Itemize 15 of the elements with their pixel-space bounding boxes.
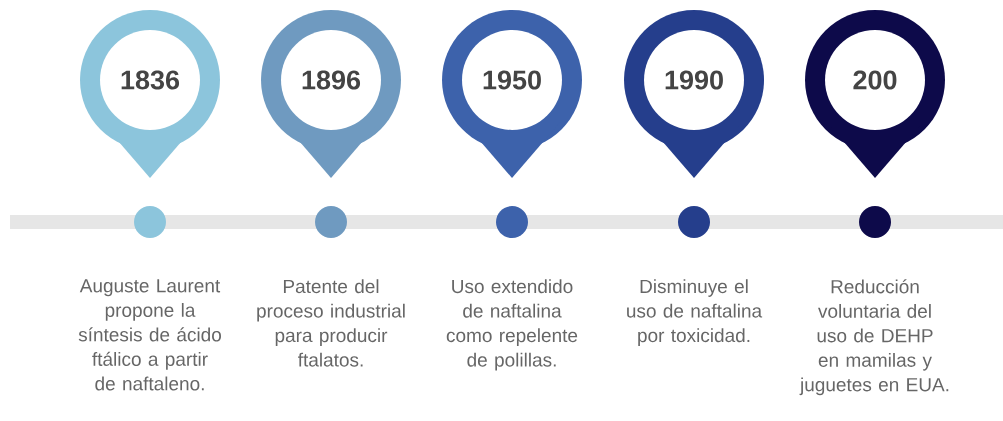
map-pin: 200 bbox=[805, 10, 945, 178]
map-pin: 1950 bbox=[442, 10, 582, 178]
timeline-dot bbox=[134, 206, 166, 238]
map-pin: 1836 bbox=[80, 10, 220, 178]
description: Reducción voluntaria del uso de DEHP en mamilas y juguetes en EUA. bbox=[799, 279, 949, 396]
timeline-dot bbox=[496, 206, 528, 238]
timeline-dot bbox=[315, 206, 347, 238]
map-pin: 1990 bbox=[624, 10, 764, 178]
description: Patente del proceso industrial para producir ftalatos. bbox=[257, 279, 405, 367]
timeline-dot bbox=[859, 206, 891, 238]
timeline-dot bbox=[678, 206, 710, 238]
description: Auguste Laurent propone la síntesis de ácido ftálico a partir de naftaleno. bbox=[78, 279, 221, 391]
description: Uso extendido de naftalina como repelente de polillas. bbox=[446, 279, 578, 371]
map-pin: 1896 bbox=[261, 10, 401, 178]
description: Disminuye el uso de naftalina por toxicidad. bbox=[627, 279, 763, 346]
